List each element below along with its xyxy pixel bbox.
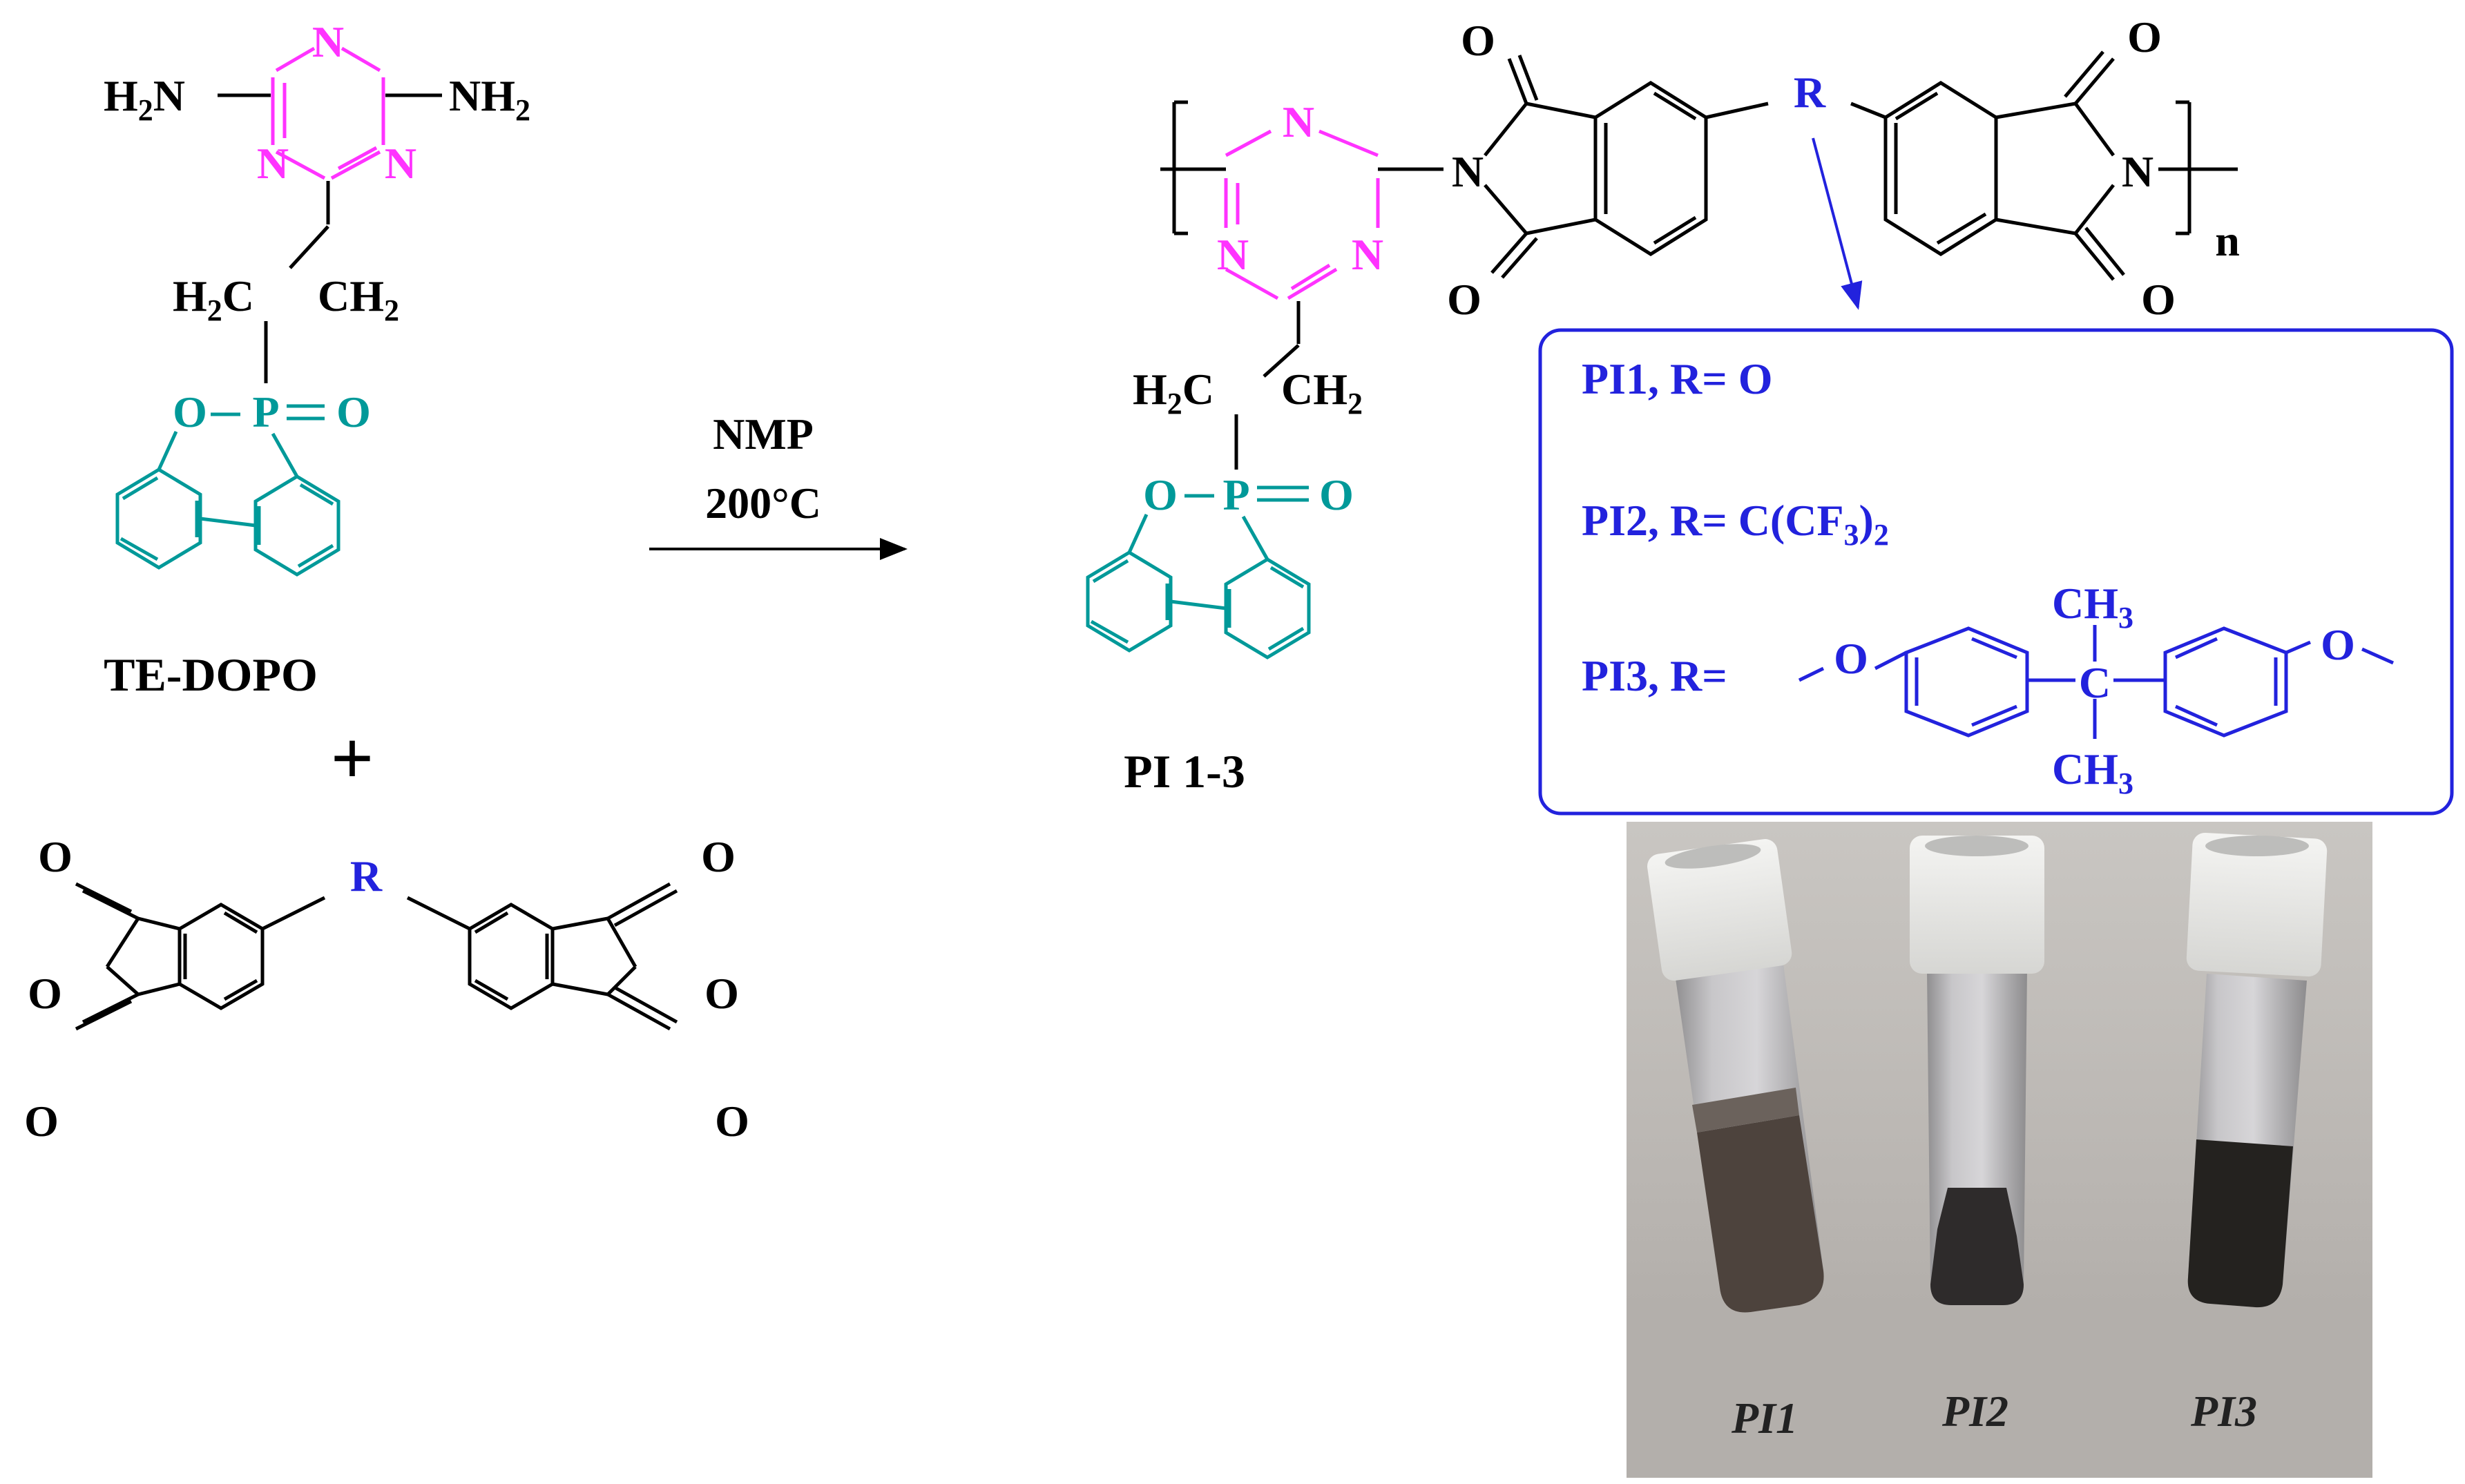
vial-label-pi3: PI3 <box>2190 1387 2257 1436</box>
vial-pi3 <box>2186 832 2328 1308</box>
pi3-ch3-bottom: CH3 <box>2052 744 2133 800</box>
vial-pi1 <box>1647 839 1824 1313</box>
triazine-n-top: N <box>312 17 344 66</box>
reaction-arrow-group: NMP 200°C <box>649 409 908 560</box>
anhydride-o-bottom-right: O <box>715 1097 749 1146</box>
product-ch2-left: H2C <box>1133 365 1214 421</box>
product-triazine-n-top: N <box>1283 97 1314 146</box>
product-dopo-double-o: O <box>1319 470 1354 519</box>
triazine-n-right: N <box>385 139 416 188</box>
dopo-p-label: P <box>252 387 279 436</box>
ch2-left-label: H2C <box>173 271 254 327</box>
product-o-top-right: O <box>2127 12 2162 61</box>
vial-label-pi2: PI2 <box>1941 1387 2008 1436</box>
plus-sign: + <box>331 716 374 800</box>
product-o-top-left: O <box>1461 16 1495 65</box>
pi3-o-left: O <box>1834 634 1868 683</box>
vial-pi2 <box>1910 836 2044 1305</box>
product-o-bottom-right: O <box>2141 275 2176 324</box>
triazine-n-left: N <box>257 139 289 188</box>
triazine-ring-tedopo <box>271 46 385 180</box>
vials-photo: PI1 PI2 PI3 <box>1627 822 2372 1478</box>
vial-label-pi1: PI1 <box>1731 1394 1798 1443</box>
r-group-legend: PI1, R= O PI2, R= C(CF3)2 PI3, R= O C C <box>1538 328 2454 816</box>
anhydride-o-top-right: O <box>701 832 736 881</box>
dopo-group-product <box>1086 485 1311 659</box>
dopo-group-tedopo <box>115 404 341 577</box>
imide-n-left: N <box>1452 147 1484 196</box>
pi3-bisphenol-structure <box>1798 625 2395 739</box>
product-ch2-right: CH2 <box>1281 365 1363 421</box>
product-triazine-n-right: N <box>1352 230 1383 279</box>
amine-left-label: H2N <box>104 71 185 127</box>
product-o-bottom-left: O <box>1447 275 1481 324</box>
anhydride-r-group: R <box>350 851 383 900</box>
product-dopo-p: P <box>1222 470 1249 519</box>
te-dopo-structure: N N N H2N NH2 H2C CH2 <box>104 17 530 701</box>
condition-solvent: NMP <box>713 409 814 459</box>
dopo-double-o-label: O <box>336 387 371 436</box>
amine-right-label: NH2 <box>449 71 530 127</box>
pi3-o-right: O <box>2321 620 2355 669</box>
pi-product-structure: N N N N <box>1086 12 2240 798</box>
product-r-group: R <box>1794 68 1826 117</box>
imide-n-right: N <box>2122 147 2154 196</box>
product-dopo-o: O <box>1143 470 1178 519</box>
pi3-ch3-top: CH3 <box>2052 579 2133 635</box>
legend-pi1: PI1, R= O <box>1582 354 1772 403</box>
anhydride-o-bottom-left: O <box>24 1097 59 1146</box>
anhydride-o-ring-right: O <box>704 969 739 1018</box>
pi3-c-center: C <box>2079 658 2111 707</box>
ch2-right-label: CH2 <box>318 271 399 327</box>
product-name: PI 1-3 <box>1124 745 1245 798</box>
te-dopo-name: TE-DOPO <box>104 648 318 701</box>
legend-pi2: PI2, R= C(CF3)2 <box>1582 496 1889 552</box>
legend-pi3-prefix: PI3, R= <box>1582 651 1727 700</box>
anhydride-o-ring-left: O <box>28 969 62 1018</box>
dopo-o-label: O <box>173 387 207 436</box>
repeat-unit-n: n <box>2215 216 2240 265</box>
anhydride-o-top-left: O <box>38 832 73 881</box>
dianhydride-structure <box>75 882 678 1031</box>
r-pointer-arrow <box>1812 137 1863 310</box>
triazine-ring-product <box>1224 129 1380 300</box>
condition-temperature: 200°C <box>705 479 821 528</box>
product-triazine-n-left: N <box>1217 230 1249 279</box>
